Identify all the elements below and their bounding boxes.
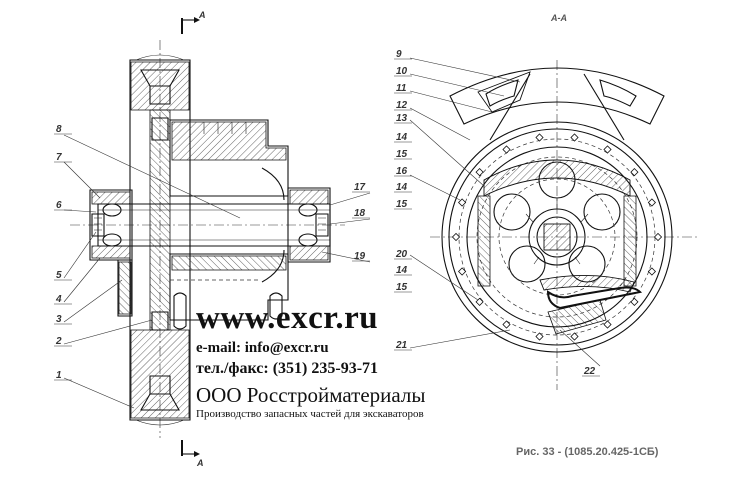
callout-15c: 15 xyxy=(396,282,408,293)
callout-21: 21 xyxy=(395,340,408,351)
callout-11: 11 xyxy=(396,83,407,94)
callout-12: 12 xyxy=(396,100,408,111)
callout-4: 4 xyxy=(55,294,62,305)
bolt-square xyxy=(502,320,511,329)
leaders-section xyxy=(409,57,601,367)
bolt-square xyxy=(570,133,579,142)
callout-17: 17 xyxy=(354,182,366,193)
bolt-ring xyxy=(451,133,663,341)
bolt-square xyxy=(457,267,467,276)
cut-marker-top: A xyxy=(181,10,206,34)
watermark-phone: тел./факс: (351) 235-93-71 xyxy=(196,360,379,377)
callout-14b: 14 xyxy=(396,182,408,193)
bolt-square xyxy=(647,267,657,276)
callout-14c: 14 xyxy=(396,265,408,276)
bolt-square xyxy=(451,232,461,242)
callout-9: 9 xyxy=(396,49,402,60)
bolt-square xyxy=(630,167,639,177)
callout-15a: 15 xyxy=(396,149,408,160)
longitudinal-section xyxy=(70,40,345,438)
callout-3: 3 xyxy=(56,314,62,325)
watermark-tagline: Производство запасных частей для экскава… xyxy=(196,408,424,420)
callout-5: 5 xyxy=(56,270,62,281)
callout-6: 6 xyxy=(56,200,62,211)
callout-10: 10 xyxy=(396,66,408,77)
bolt-square xyxy=(457,198,467,207)
leaders-left xyxy=(63,134,371,409)
callout-16: 16 xyxy=(396,166,408,177)
figure-caption: Рис. 33 - (1085.20.425-1СБ) xyxy=(516,446,659,458)
bolt-square xyxy=(535,332,544,341)
bolt-square xyxy=(535,133,544,142)
callout-15b: 15 xyxy=(396,199,408,210)
bolt-square xyxy=(603,320,612,329)
bolt-square xyxy=(502,145,511,154)
section-view xyxy=(430,60,700,390)
callout-2: 2 xyxy=(55,336,62,347)
watermark-url: www.excr.ru xyxy=(196,300,379,336)
bolt-square xyxy=(603,145,612,154)
callout-18: 18 xyxy=(354,208,366,219)
cut-marker-bottom: A xyxy=(181,440,204,468)
callout-13: 13 xyxy=(396,113,408,124)
bolt-square xyxy=(475,167,484,177)
bolt-square xyxy=(653,232,663,242)
callout-19: 19 xyxy=(354,251,366,262)
callout-7: 7 xyxy=(56,152,62,163)
bolt-square xyxy=(630,297,639,307)
bolt-square xyxy=(570,332,579,341)
cut-letter-top: A xyxy=(198,10,206,20)
watermark-company: ООО Росстройматериалы xyxy=(196,383,426,407)
callout-20: 20 xyxy=(395,249,408,260)
callouts-section: 9 10 11 12 13 14 15 16 14 15 20 14 15 21… xyxy=(395,49,596,377)
callout-14a: 14 xyxy=(396,132,408,143)
callout-1: 1 xyxy=(56,370,62,381)
callouts-left: 1 2 3 4 5 6 7 8 17 18 19 xyxy=(55,124,366,381)
section-title: A-A xyxy=(551,13,567,23)
callout-8: 8 xyxy=(56,124,62,135)
callout-underlines xyxy=(54,58,600,381)
cut-letter-bottom: A xyxy=(196,458,204,468)
bolt-square xyxy=(647,198,657,207)
watermark-email: e-mail: info@excr.ru xyxy=(196,340,329,356)
callout-22: 22 xyxy=(583,366,596,377)
